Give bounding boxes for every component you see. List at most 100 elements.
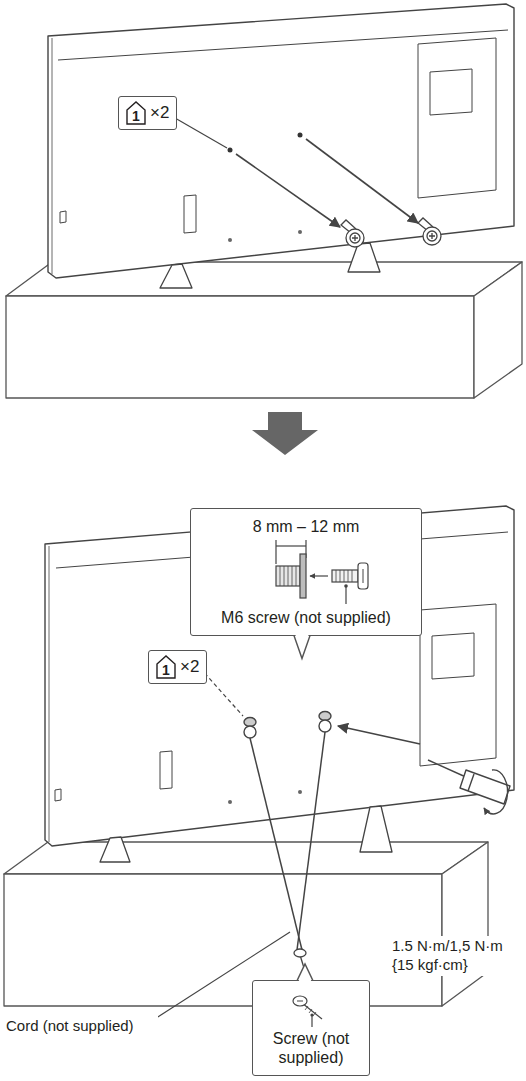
eye-bolt (244, 712, 331, 739)
screw-detail (276, 989, 346, 1029)
screw-icon: 1 (156, 655, 176, 679)
callout-pointers (295, 633, 309, 657)
tv-rear (432, 633, 474, 679)
screw-detail (293, 996, 322, 1027)
eye-bolt (244, 726, 256, 738)
tv-rear (418, 38, 496, 198)
table (4, 874, 442, 1006)
direction-arrow (306, 139, 418, 223)
table (6, 296, 474, 398)
screw-detail (305, 1006, 316, 1016)
tv-rear (228, 800, 232, 804)
tv-rear (48, 4, 514, 278)
eye-bolt (319, 712, 331, 721)
icon-outline (157, 656, 175, 678)
screw-detail (276, 566, 300, 586)
tv-rear (420, 604, 496, 766)
screw (341, 218, 441, 247)
screw-detail (275, 540, 276, 564)
screw-detail (310, 576, 328, 577)
callout-text: M6 screw (not supplied) (221, 608, 391, 627)
tv-rear (55, 789, 61, 801)
table (6, 262, 522, 398)
screwdriver (428, 760, 468, 778)
tv-rear (430, 69, 472, 115)
screw (418, 218, 441, 245)
direction-arrow (236, 154, 340, 227)
callout-text: 8 mm – 12 mm (253, 517, 360, 536)
step-arrow (252, 412, 318, 455)
screwdriver (428, 760, 510, 814)
callout-text: ×2 (180, 657, 199, 677)
screw-detail (297, 1001, 303, 1002)
part-label: Cord (not supplied) (4, 1016, 158, 1037)
cord (250, 732, 325, 950)
screw-detail (332, 570, 358, 582)
icon-outline (127, 102, 145, 124)
tv-rear (298, 133, 303, 138)
tv-rear (298, 230, 302, 234)
screw-detail (280, 566, 296, 586)
tv-rear (45, 506, 514, 846)
eye-bolt (244, 718, 256, 727)
tv-rear (184, 195, 196, 233)
screw-detail (336, 570, 352, 582)
callout-text: ×2 (150, 103, 169, 123)
cord (297, 732, 325, 950)
direction-arrow (338, 726, 420, 744)
quantity-callout: ×21 (148, 650, 207, 684)
callout-pointers (298, 965, 312, 983)
table (4, 842, 488, 1006)
screw (341, 220, 364, 247)
screw-detail (300, 554, 306, 598)
direction-arrow (236, 139, 418, 227)
icon-number: 1 (156, 655, 176, 678)
tv-leg (160, 264, 192, 288)
tv-leg (100, 837, 130, 862)
tv-rear (49, 546, 50, 842)
detail-callout: 8 mm – 12 mm M6 screw (not supplied) (190, 508, 422, 636)
screw-icon: 1 (126, 101, 146, 125)
screw-detail (345, 586, 346, 604)
detail-callout: Screw (not supplied) (252, 980, 370, 1076)
icon-number: 1 (126, 101, 146, 124)
screwdriver (484, 770, 508, 814)
table (4, 842, 488, 874)
screw-detail (311, 1015, 312, 1027)
screw-detail (206, 536, 406, 608)
tv-rear (60, 211, 66, 223)
tv-rear (45, 506, 514, 846)
quantity-callout: ×21 (118, 96, 177, 130)
screw (427, 231, 437, 241)
screwdriver (468, 774, 474, 791)
tv-rear (52, 38, 53, 274)
eye-bolt (319, 720, 331, 732)
cord (250, 738, 302, 950)
callout-pointers (297, 964, 313, 981)
table-screw (294, 949, 306, 957)
tv-rear (228, 148, 233, 153)
torque-label: 1.5 N·m/1,5 N·m {15 kgf·cm} (390, 936, 522, 976)
tv-rear (48, 4, 514, 278)
screw (346, 229, 364, 247)
tv-rear (160, 751, 172, 789)
screw (350, 233, 360, 243)
table (474, 262, 522, 398)
tv-leg (160, 243, 380, 288)
screw (429, 233, 435, 239)
screw-detail (293, 996, 307, 1006)
leader-line (175, 118, 227, 148)
tv-rear (228, 238, 232, 242)
screw (352, 235, 358, 241)
screw (423, 227, 441, 245)
table (442, 842, 488, 1006)
callout-text: Screw (not supplied) (261, 1029, 361, 1067)
tv-rear (298, 790, 302, 794)
screw-detail (358, 563, 368, 589)
screw-detail (276, 540, 368, 604)
screw-detail (363, 569, 364, 583)
table-screw (294, 949, 306, 968)
screw-detail (276, 546, 306, 547)
tv-leg (360, 806, 392, 852)
